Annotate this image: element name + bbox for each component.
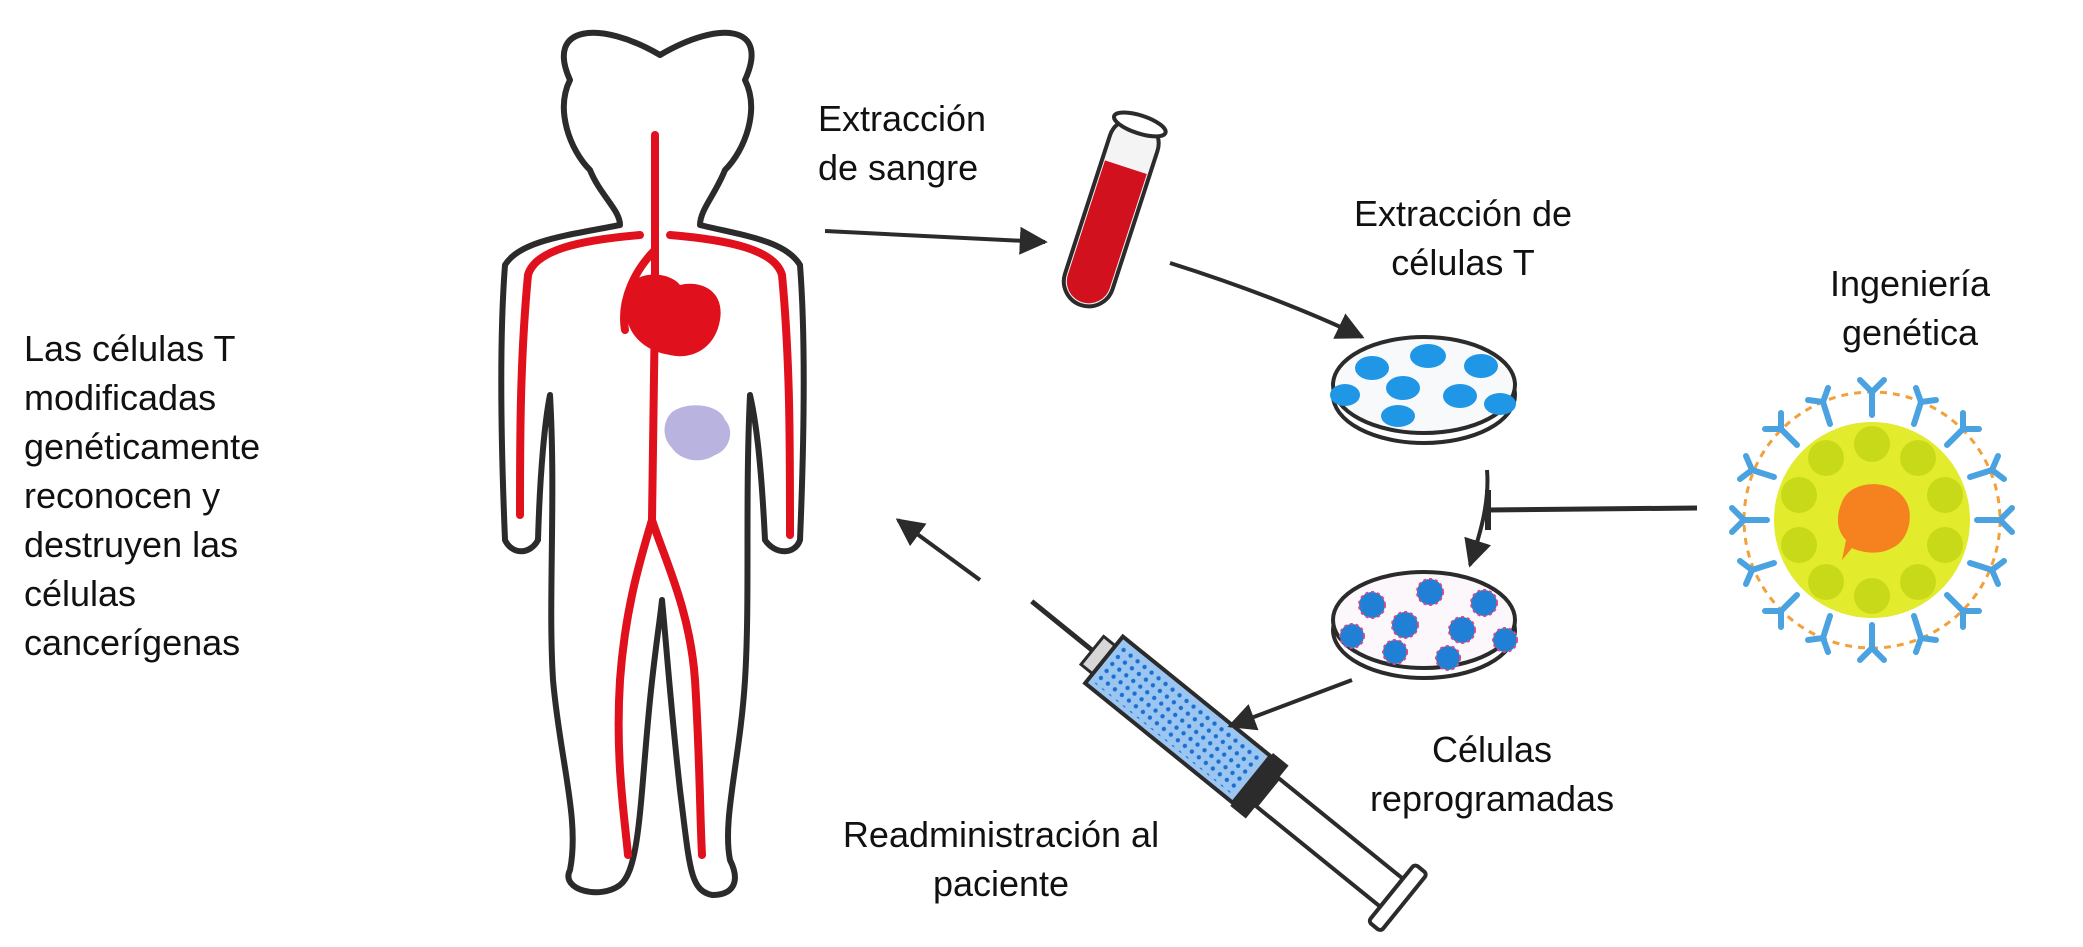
- process-arrows: [824, 226, 1698, 731]
- t-cell-extraction-label: Extracción de células T: [1353, 193, 1573, 283]
- blood-extraction-label: Extracción de sangre: [818, 98, 987, 188]
- reprogrammed-cells-label: Células reprogramadas: [1369, 729, 1615, 819]
- syringe: [1030, 599, 1428, 932]
- arrow-to-tube: [824, 226, 1048, 255]
- engineered-cell: [1729, 377, 2015, 663]
- arrow-dish-down: [1464, 469, 1492, 568]
- reprogrammed-cells: [1339, 578, 1518, 671]
- petri-dish-t-cells: [1330, 335, 1517, 445]
- t-cells: [1330, 344, 1516, 427]
- arrow-to-dish: [1169, 261, 1365, 339]
- cell-nucleus: [1837, 484, 1910, 560]
- readministration-label: Readministración al paciente: [842, 814, 1160, 904]
- left-caption: Las células T modificadas genéticamente …: [24, 328, 261, 663]
- arrow-to-body: [895, 518, 982, 582]
- arrow-to-syringe: [1227, 678, 1353, 731]
- inhibitor-line: [1487, 505, 1698, 513]
- heart: [625, 274, 721, 357]
- petri-dish-reprogrammed-cells: [1331, 570, 1518, 680]
- arteries: [516, 131, 794, 859]
- tumor: [664, 405, 731, 461]
- genetic-engineering-label: Ingeniería genética: [1829, 263, 1991, 353]
- blood-tube: [1061, 110, 1168, 309]
